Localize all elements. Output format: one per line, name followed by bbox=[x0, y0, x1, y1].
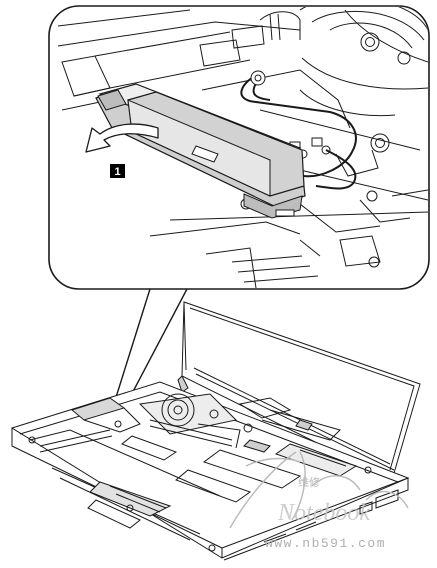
watermark-logo-graphic bbox=[229, 451, 409, 529]
step-number-badge: 1 bbox=[110, 164, 125, 178]
wireless-card-slot bbox=[70, 397, 141, 433]
chassis-frame-lines bbox=[57, 9, 301, 111]
laptop-overview bbox=[10, 301, 421, 561]
base-chassis bbox=[10, 381, 410, 561]
site-watermark: 维修 Notebook www.nb591.com bbox=[229, 451, 409, 551]
heatsink-fan-assembly bbox=[138, 393, 253, 449]
watermark-url-text: www.nb591.com bbox=[265, 536, 386, 551]
watermark-chinese-text: 维修 bbox=[298, 475, 320, 489]
step-number-label: 1 bbox=[114, 166, 120, 178]
detail-callout-panel: 1 bbox=[48, 5, 430, 290]
removal-direction-arrow bbox=[85, 123, 159, 153]
fan-housing bbox=[299, 7, 428, 153]
cable-screw bbox=[250, 70, 266, 86]
watermark-script-text: Notebook bbox=[277, 500, 370, 526]
wireless-module bbox=[95, 83, 306, 219]
